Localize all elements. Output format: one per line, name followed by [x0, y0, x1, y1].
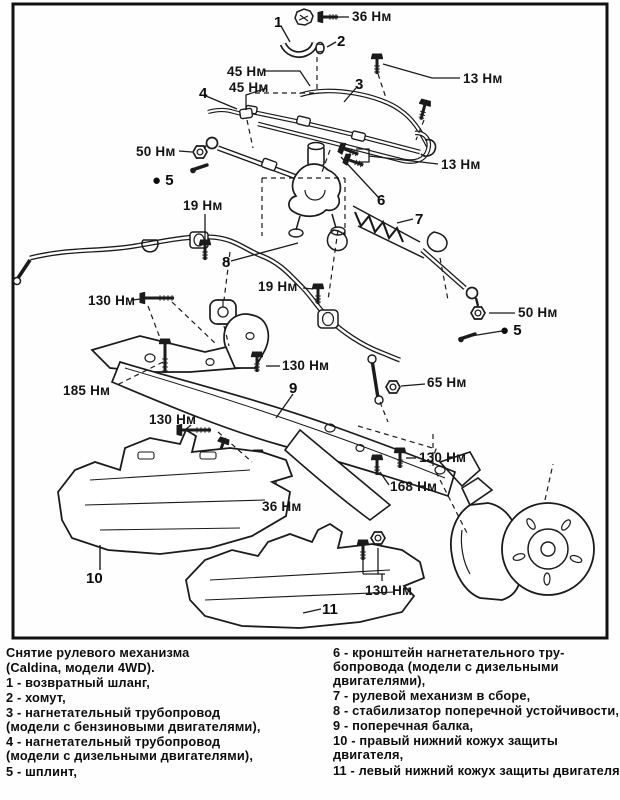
torque-label-50nm-right: 50 Нм [518, 305, 558, 320]
torque-label-13nm-a: 13 Нм [463, 71, 503, 86]
legend-title-line-1: Снятие рулевого механизма [6, 645, 190, 660]
mount-bushing-group [209, 299, 237, 325]
callout-11: 11 [322, 601, 338, 618]
torque-label-168nm: 168 Нм [390, 479, 438, 494]
callout-6: 6 [377, 192, 386, 209]
torque-label-185nm: 185 Нм [63, 383, 111, 398]
torque-label-65nm: 65 Нм [427, 375, 467, 390]
torque-label-36nm-bottom: 36 Нм [262, 499, 302, 514]
torque-label-36nm-top: 36 Нм [352, 9, 392, 24]
legend-item-1: 1 - возвратный шланг, [6, 675, 150, 691]
legend-item-4: 4 - нагнетательный трубопровод (модели с… [6, 734, 254, 764]
torque-label-130nm-c: 130 Нм [149, 412, 197, 427]
steering-removal-diagram: 36 Нм 45 Нм 45 Нм 13 Нм 50 Нм 13 Нм 19 Н… [11, 2, 609, 640]
figure-frame [11, 2, 609, 640]
legend-item-2: 2 - хомут, [6, 690, 66, 706]
legend-item-9: 9 - поперечная балка, [333, 718, 474, 734]
torque-label-130nm-e: 130 Нм [365, 583, 413, 598]
torque-label-130nm-d: 130 Нм [419, 450, 467, 465]
torque-label-130nm-a: 130 Нм [88, 293, 136, 308]
right-engine-cover-group [57, 428, 294, 570]
legend-item-11: 11 - левый нижний кожух защиты двигателя [333, 762, 620, 778]
legend-title-line-2: (Caldina, модели 4WD). [6, 660, 155, 676]
callout-1: 1 [274, 14, 283, 31]
legend-item-10: 10 - правый нижний кожух защиты двигател… [333, 733, 558, 763]
callout-9: 9 [289, 380, 298, 397]
legend-item-3: 3 - нагнетательный трубопровод (модели с… [6, 705, 261, 735]
torque-label-19nm-b: 19 Нм [258, 279, 298, 294]
callout-2: 2 [337, 33, 346, 50]
brake-disc-group [450, 477, 595, 601]
torque-label-130nm-b: 130 Нм [282, 358, 330, 373]
callout-5-left: ● 5 [152, 172, 174, 189]
stabilizer-bar-group [12, 214, 426, 405]
torque-label-45nm-a: 45 Нм [227, 64, 267, 79]
callout-8: 8 [222, 254, 231, 271]
crossmember-group [90, 290, 482, 521]
steering-rack-group [178, 136, 515, 344]
torque-label-13nm-b: 13 Нм [441, 157, 481, 172]
left-engine-cover-group [185, 522, 426, 629]
diagram-drawing [11, 2, 609, 640]
pressure-pipes-group [244, 52, 460, 173]
callout-5-right: ● 5 [500, 322, 522, 339]
callout-4: 4 [199, 85, 208, 102]
legend-left-column: Снятие рулевого механизма (Caldina, моде… [6, 645, 268, 780]
legend-item-6: 6 - кронштейн нагнетательного тру-бопров… [333, 645, 565, 689]
legend-item-5: 5 - шплинт, [6, 763, 78, 779]
torque-label-50nm-left: 50 Нм [136, 144, 176, 159]
callout-7: 7 [415, 211, 424, 228]
legend-item-7: 7 - рулевой механизм в сборе, [333, 688, 531, 704]
legend-item-8: 8 - стабилизатор поперечной устойчивости… [333, 703, 620, 719]
torque-label-19nm-a: 19 Нм [183, 198, 223, 213]
callout-3: 3 [355, 76, 364, 93]
legend-right-column: 6 - кронштейн нагнетательного тру-бопров… [333, 645, 620, 779]
return-hose-group [279, 8, 349, 59]
legend: Снятие рулевого механизма (Caldina, моде… [0, 644, 620, 800]
projection-lines [114, 57, 554, 536]
diesel-pipe-group [205, 70, 311, 120]
callout-10: 10 [86, 570, 103, 587]
torque-label-45nm-b: 45 Нм [229, 80, 269, 95]
